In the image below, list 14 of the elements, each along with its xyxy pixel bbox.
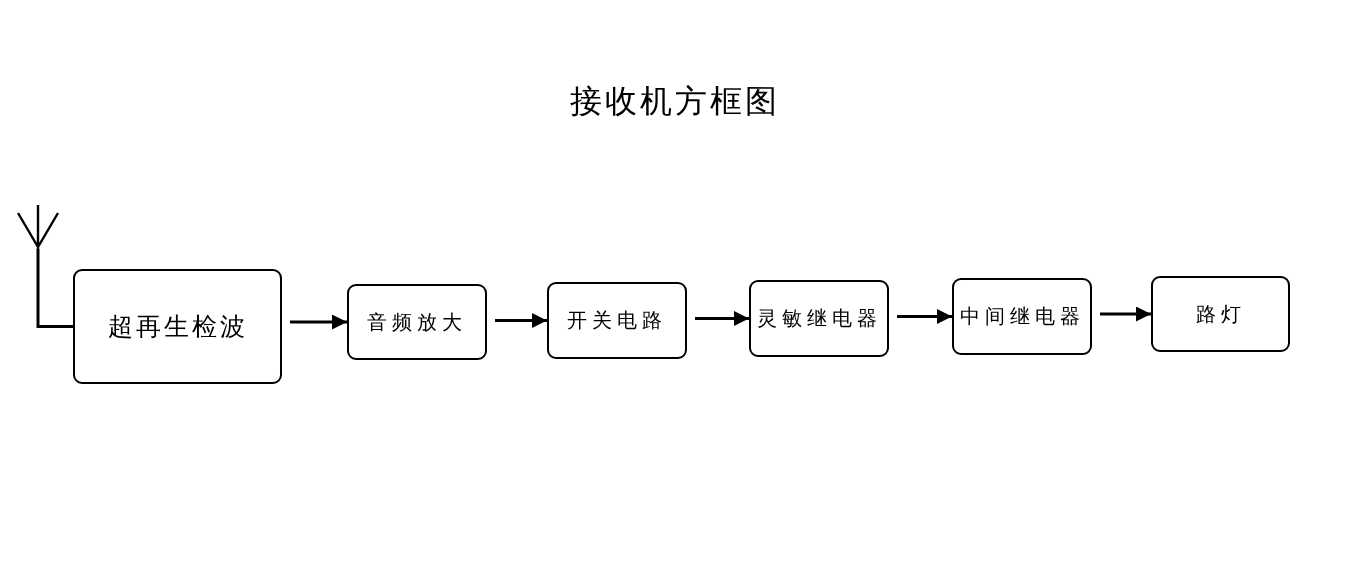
- block-box: 音频放大: [347, 284, 487, 360]
- arrow: [290, 314, 347, 330]
- antenna-icon: [14, 203, 62, 249]
- block-box: 中间继电器: [952, 278, 1092, 355]
- arrow: [1100, 306, 1151, 322]
- block-box: 开关电路: [547, 282, 687, 359]
- arrow: [495, 313, 547, 328]
- connector-line: [36, 249, 73, 328]
- diagram-title: 接收机方框图: [570, 81, 780, 122]
- block-box: 路灯: [1151, 276, 1290, 352]
- arrow: [897, 309, 952, 324]
- block-box: 灵敏继电器: [749, 280, 889, 357]
- block-box: 超再生检波: [73, 269, 282, 384]
- arrow: [695, 311, 749, 326]
